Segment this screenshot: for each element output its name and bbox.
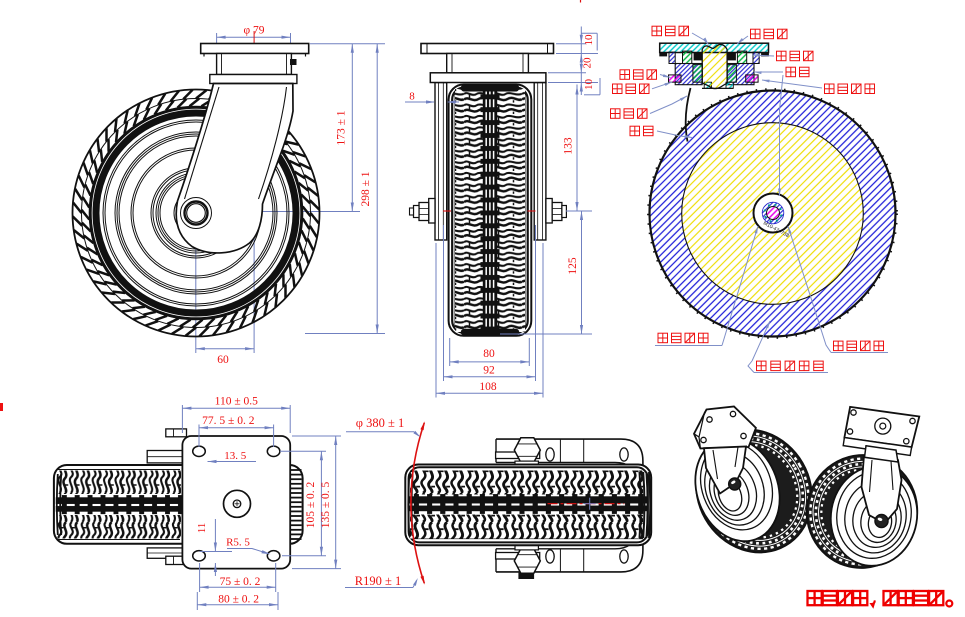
svg-text:φ 79: φ 79 bbox=[243, 25, 264, 37]
svg-text:8: 8 bbox=[409, 91, 415, 103]
svg-text:80: 80 bbox=[483, 348, 495, 360]
svg-text:10: 10 bbox=[583, 79, 595, 91]
svg-text:11: 11 bbox=[196, 523, 208, 534]
svg-text:125: 125 bbox=[567, 257, 579, 275]
svg-text:60: 60 bbox=[217, 354, 229, 366]
svg-text:92: 92 bbox=[483, 365, 495, 377]
svg-text:10: 10 bbox=[583, 34, 595, 46]
svg-text:298 ± 1: 298 ± 1 bbox=[360, 171, 372, 206]
svg-text:105 ± 0. 2: 105 ± 0. 2 bbox=[305, 481, 317, 528]
svg-text:77. 5 ± 0. 2: 77. 5 ± 0. 2 bbox=[202, 415, 255, 427]
svg-text:R190 ± 1: R190 ± 1 bbox=[355, 574, 401, 588]
svg-text:110 ± 0.5: 110 ± 0.5 bbox=[215, 396, 259, 408]
svg-text:108: 108 bbox=[479, 381, 497, 393]
svg-text:133: 133 bbox=[563, 137, 575, 155]
svg-text:75 ± 0. 2: 75 ± 0. 2 bbox=[220, 576, 261, 588]
svg-text:20: 20 bbox=[582, 57, 594, 69]
svg-text:173 ± 1: 173 ± 1 bbox=[336, 110, 348, 145]
svg-text:135 ± 0. 5: 135 ± 0. 5 bbox=[320, 481, 332, 528]
svg-text:φ 380 ± 1: φ 380 ± 1 bbox=[356, 416, 404, 430]
svg-text:13. 5: 13. 5 bbox=[224, 450, 247, 462]
svg-text:R5. 5: R5. 5 bbox=[226, 537, 250, 549]
svg-text:80 ± 0. 2: 80 ± 0. 2 bbox=[218, 593, 259, 605]
